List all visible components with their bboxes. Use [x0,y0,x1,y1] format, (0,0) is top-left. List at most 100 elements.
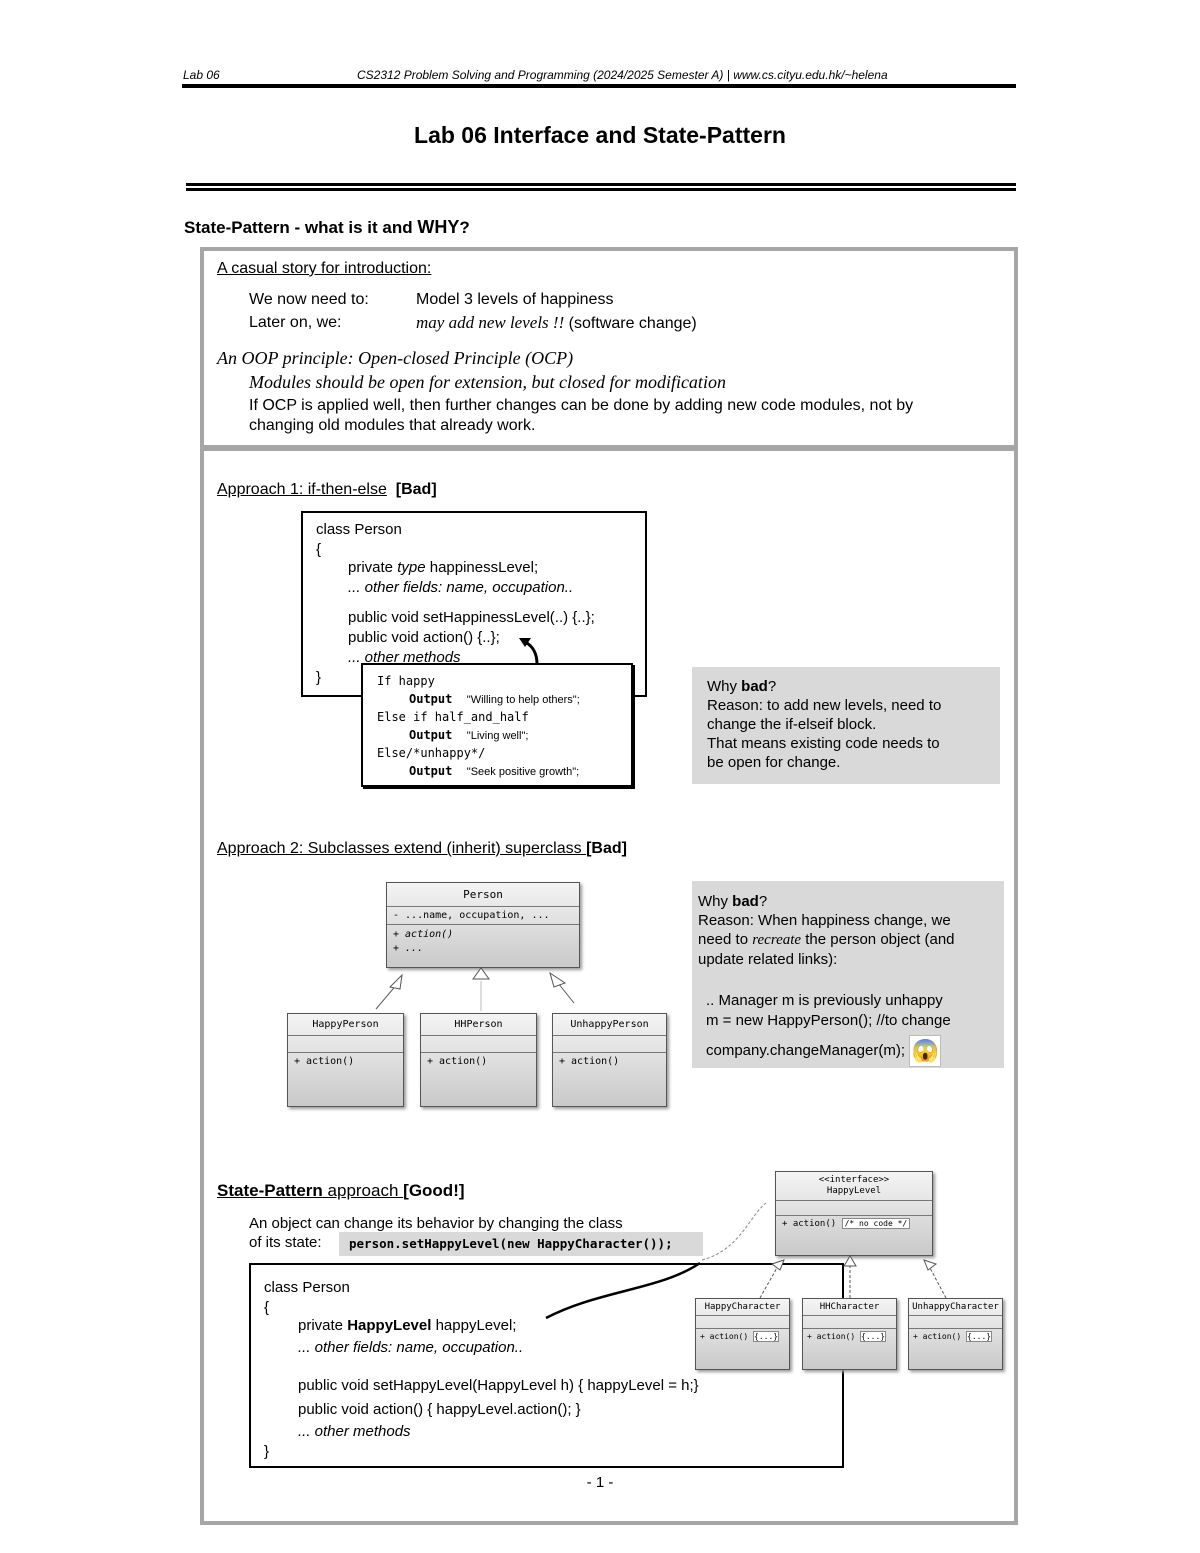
uml-subclass-hh: HHPerson + action() [420,1013,537,1107]
approaches-box [200,447,1018,1525]
uml-fields [909,1315,1002,1328]
row2-italic: may add new levels !! [416,313,565,332]
page-title: Lab 06 Interface and State-Pattern [414,122,786,148]
popup-line: Output "Seek positive growth"; [377,763,580,782]
uml-subclass-happycharacter: HappyCharacter + action() {...} [695,1298,790,1370]
heading-middle: - what is it and [289,218,418,237]
uml-fields [696,1315,789,1328]
why-recreate: recreate [752,932,802,948]
uml-fields [776,1200,932,1215]
approach2-why-box [692,881,1004,1068]
why-fragment: the person object (and [801,931,955,948]
row2-rest: (software change) [564,315,697,332]
why-line: be open for change. [707,754,841,771]
approach1-why-box [692,667,1000,784]
uml-class-name: HappyLevel [826,1186,882,1196]
approach1-popup [361,663,633,787]
why-fragment: need to [698,931,753,948]
code-line: private type happinessLevel; [316,558,595,578]
curved-arrow-icon [519,638,539,665]
popup-fragment: "Living well"; [466,729,529,742]
uml-subclass-happy: HappyPerson + action() [287,1013,404,1107]
uml-interface-header: <<interface>> HappyLevel [776,1172,932,1200]
uml-fields [803,1315,896,1328]
code-fragment: type [397,559,426,576]
why-bad: bad [732,893,759,910]
title-rule-top [186,183,1016,186]
row1-value: Model 3 levels of happiness [416,291,614,308]
uml-method-name: + action() [807,1332,856,1341]
code-line: } [264,1443,270,1460]
code-line: public void action() {..}; [348,629,500,646]
state-heading-rest: approach [322,1181,404,1200]
uml-class-name: HappyPerson [312,1019,379,1030]
state-inheritance-arrows [759,1255,947,1299]
uml-note: /* no code */ [841,1218,911,1229]
ocp-line1: If OCP is applied well, then further cha… [249,397,914,414]
popup-fragment: "Willing to help others"; [466,693,580,706]
row2-label: Later on, we: [249,314,342,331]
uml-fields [553,1035,666,1052]
example-line: company.changeManager(m); 😱 [706,1035,951,1067]
uml-fields: - ...name, occupation, ... [387,906,579,924]
uml-note: {...} [860,1331,887,1342]
uml-fields [421,1035,536,1052]
uml-note: {...} [753,1331,780,1342]
code-line: class Person [316,521,402,538]
header-lab: Lab 06 [183,68,220,82]
approach1-code: class Person { private type happinessLev… [316,520,595,688]
approach2-why: Why bad? Reason: When happiness change, … [698,892,955,969]
example-line: .. Manager m is previously unhappy [706,992,943,1009]
ocp-subtitle: Modules should be open for extension, bu… [249,372,726,392]
uml-interface-happylevel: <<interface>> HappyLevel + action() /* n… [775,1171,933,1256]
why-line: change the if-elseif block. [707,716,877,733]
why-line: That means existing code needs to [707,735,940,752]
uml-method: + action() [421,1052,536,1070]
uml-method-name: + action() [913,1332,962,1341]
state-heading: State-Pattern approach [Good!] [217,1181,465,1201]
section-heading: State-Pattern - what is it and WHY? [184,217,470,238]
why-line: update related links): [698,951,838,968]
code-fragment: HappyLevel [347,1317,432,1334]
state-desc1: An object can change its behavior by cha… [249,1215,623,1232]
ocp-line2: changing old modules that already work. [249,417,536,434]
why-line: Reason: When happiness change, we [698,912,951,929]
popup-line: Output "Living well"; [377,727,580,746]
code-fragment: happyLevel; [431,1317,517,1334]
title-rule-bottom [186,188,1016,191]
why-bad: bad [741,678,768,695]
popup-line: Else/*unhappy*/ [377,746,486,760]
uml-method: + action() {...} [803,1328,896,1344]
code-line: ... other methods [298,1423,411,1440]
approach2-title: Approach 2: Subclasses extend (inherit) … [217,840,587,857]
popup-line: Output "Willing to help others"; [377,691,580,710]
code-line: ... other methods [348,649,461,666]
row2-value: may add new levels !! (software change) [416,313,697,333]
code-line: { [264,1299,270,1316]
uml-method-name: + action() [700,1332,749,1341]
why-fragment: ? [767,678,777,695]
state-verdict: [Good!] [403,1181,465,1200]
code-line: ... other fields: name, occupation.. [298,1339,524,1356]
why-line: Why bad? [707,677,941,696]
uml-method: + action() [393,929,454,940]
uml-method: + action() [553,1052,666,1070]
example-line: m = new HappyPerson(); //to change [706,1012,951,1029]
example-fragment: company.changeManager(m); [706,1041,905,1059]
ocp-title: An OOP principle: Open-closed Principle … [217,348,574,368]
uml-method: + action() /* no code */ [776,1215,932,1232]
popup-fragment: "Seek positive growth"; [466,765,580,778]
uml-methods: + action() + ... [387,924,579,959]
heading-why: WHY [417,217,460,237]
code-fragment: private [348,559,398,576]
inheritance-arrows [375,967,575,1011]
why-line: Why bad? [698,892,955,911]
uml-method: + ... [393,943,424,954]
story-label: A casual story for introduction: [217,260,432,277]
state-desc2: of its state: [249,1234,322,1251]
uml-subclass-unhappy: UnhappyPerson + action() [552,1013,667,1107]
code-line: public void setHappyLevel(HappyLevel h) … [298,1377,699,1394]
uml-method: + action() {...} [909,1328,1002,1344]
uml-class-name: HappyCharacter [704,1302,781,1312]
uml-person-class: Person - ...name, occupation, ... + acti… [386,882,580,968]
